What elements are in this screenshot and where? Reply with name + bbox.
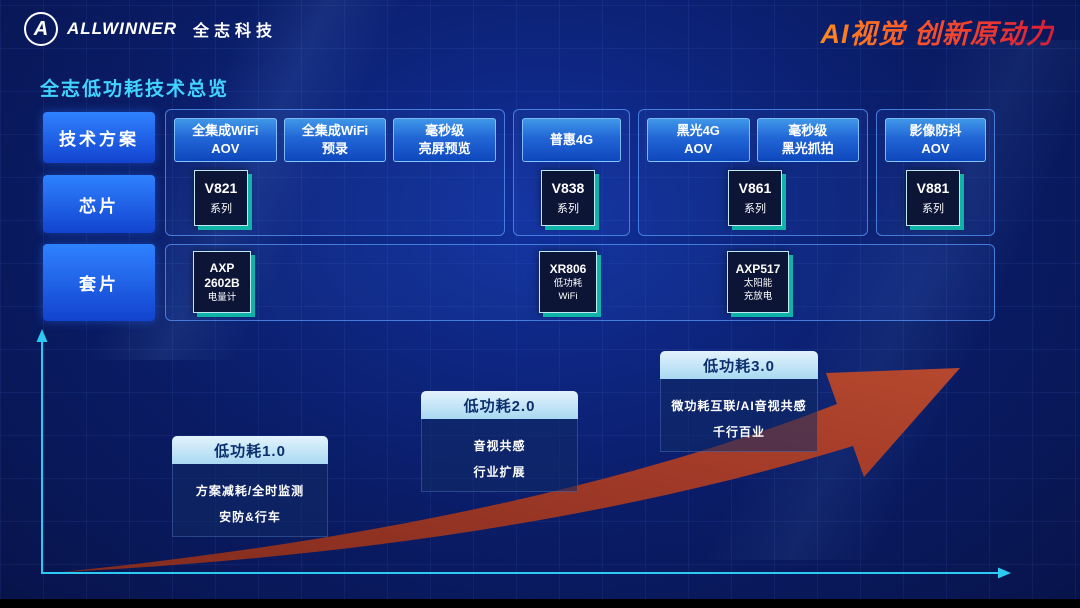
chip-suffix: 系列 <box>922 203 944 215</box>
row-label-solutions: 技术方案 <box>43 112 155 163</box>
axis-horizontal-arrowhead-icon <box>998 567 1011 579</box>
brand-name: ALLWINNER <box>67 19 178 38</box>
row-label-chips: 芯片 <box>43 175 155 233</box>
stage-low-power-3: 低功耗3.0 微功耗互联/AI音视共感 千行百业 <box>660 351 818 452</box>
logo: A ALLWINNER 全志科技 <box>24 12 277 46</box>
solution-box: 黑光4G AOV <box>647 118 750 162</box>
chip-suffix: 系列 <box>744 203 766 215</box>
companion-desc: 低功耗 <box>553 277 583 289</box>
companion-xr806: XR806 低功耗 WiFi <box>539 251 597 313</box>
companion-desc: 电量计 <box>207 291 237 303</box>
solution-label: 普惠4G <box>549 132 594 148</box>
solution-box: 普惠4G <box>522 118 621 162</box>
companion-name: XR806 <box>549 261 587 276</box>
stage-title: 低功耗3.0 <box>660 351 818 379</box>
solution-label: AOV <box>684 141 713 156</box>
stage-line: 音视共感 <box>473 439 526 453</box>
stage-line: 安防&行车 <box>219 510 281 524</box>
solution-label: 影像防抖 <box>909 123 962 139</box>
companion-desc: WiFi <box>558 290 578 302</box>
stage-body: 音视共感 行业扩展 <box>421 419 578 492</box>
row-label-companions: 套片 <box>43 244 155 321</box>
companion-name: AXP <box>209 260 235 275</box>
chip-name: V881 <box>916 180 950 196</box>
solution-label: 全集成WiFi <box>192 123 259 139</box>
stage-low-power-1: 低功耗1.0 方案减耗/全时监测 安防&行车 <box>172 436 328 537</box>
chip-suffix: 系列 <box>557 203 579 215</box>
companion-axp2602b: AXP 2602B 电量计 <box>193 251 251 313</box>
solution-label: 黑光4G <box>676 123 720 139</box>
bottom-letterbox-bar <box>0 599 1080 608</box>
chip-suffix: 系列 <box>210 203 232 215</box>
chip-name: V838 <box>551 180 585 196</box>
companion-name: AXP517 <box>735 261 781 276</box>
stage-title: 低功耗1.0 <box>172 436 328 464</box>
stage-body: 微功耗互联/AI音视共感 千行百业 <box>660 379 818 452</box>
chip-v838: V838 系列 <box>541 170 595 226</box>
stage-line: 行业扩展 <box>473 465 526 479</box>
solution-label: 毫秒级 <box>425 123 465 139</box>
stage-title: 低功耗2.0 <box>421 391 578 419</box>
solution-label: 亮屏预览 <box>418 141 471 156</box>
solution-label: 黑光抓拍 <box>781 141 834 156</box>
solution-box: 影像防抖 AOV <box>885 118 986 162</box>
brand-name-cn: 全志科技 <box>193 23 278 40</box>
solution-label: 预录 <box>322 141 349 156</box>
chip-v861: V861 系列 <box>728 170 782 226</box>
stage-body: 方案减耗/全时监测 安防&行车 <box>172 464 328 537</box>
companion-name: 2602B <box>204 275 240 290</box>
solution-box: 全集成WiFi 预录 <box>283 118 387 162</box>
solution-box: 毫秒级 亮屏预览 <box>393 118 497 162</box>
solution-box: 毫秒级 黑光抓拍 <box>756 118 859 162</box>
solution-label: AOV <box>921 141 950 156</box>
chip-name: V821 <box>204 180 238 196</box>
solution-label: 毫秒级 <box>788 123 828 139</box>
solution-label: 全集成WiFi <box>301 123 369 139</box>
companion-desc: 充放电 <box>743 290 773 302</box>
axis-vertical-arrowhead-icon <box>36 329 48 342</box>
logo-circle-icon: A <box>24 12 58 46</box>
slogan-text: AI视觉 创新原动力 <box>820 12 1054 51</box>
stage-low-power-2: 低功耗2.0 音视共感 行业扩展 <box>421 391 578 492</box>
companion-desc: 太阳能 <box>743 277 773 289</box>
companion-axp517: AXP517 太阳能 充放电 <box>727 251 789 313</box>
stage-line: 方案减耗/全时监测 <box>195 484 305 498</box>
page-title: 全志低功耗技术总览 <box>40 79 230 100</box>
solution-label: AOV <box>211 141 240 156</box>
stage-line: 微功耗互联/AI音视共感 <box>671 399 807 413</box>
chip-v881: V881 系列 <box>906 170 960 226</box>
stage-line: 千行百业 <box>712 425 765 439</box>
chip-name: V861 <box>738 180 772 196</box>
solution-box: 全集成WiFi AOV <box>174 118 277 162</box>
chip-v821: V821 系列 <box>194 170 248 226</box>
